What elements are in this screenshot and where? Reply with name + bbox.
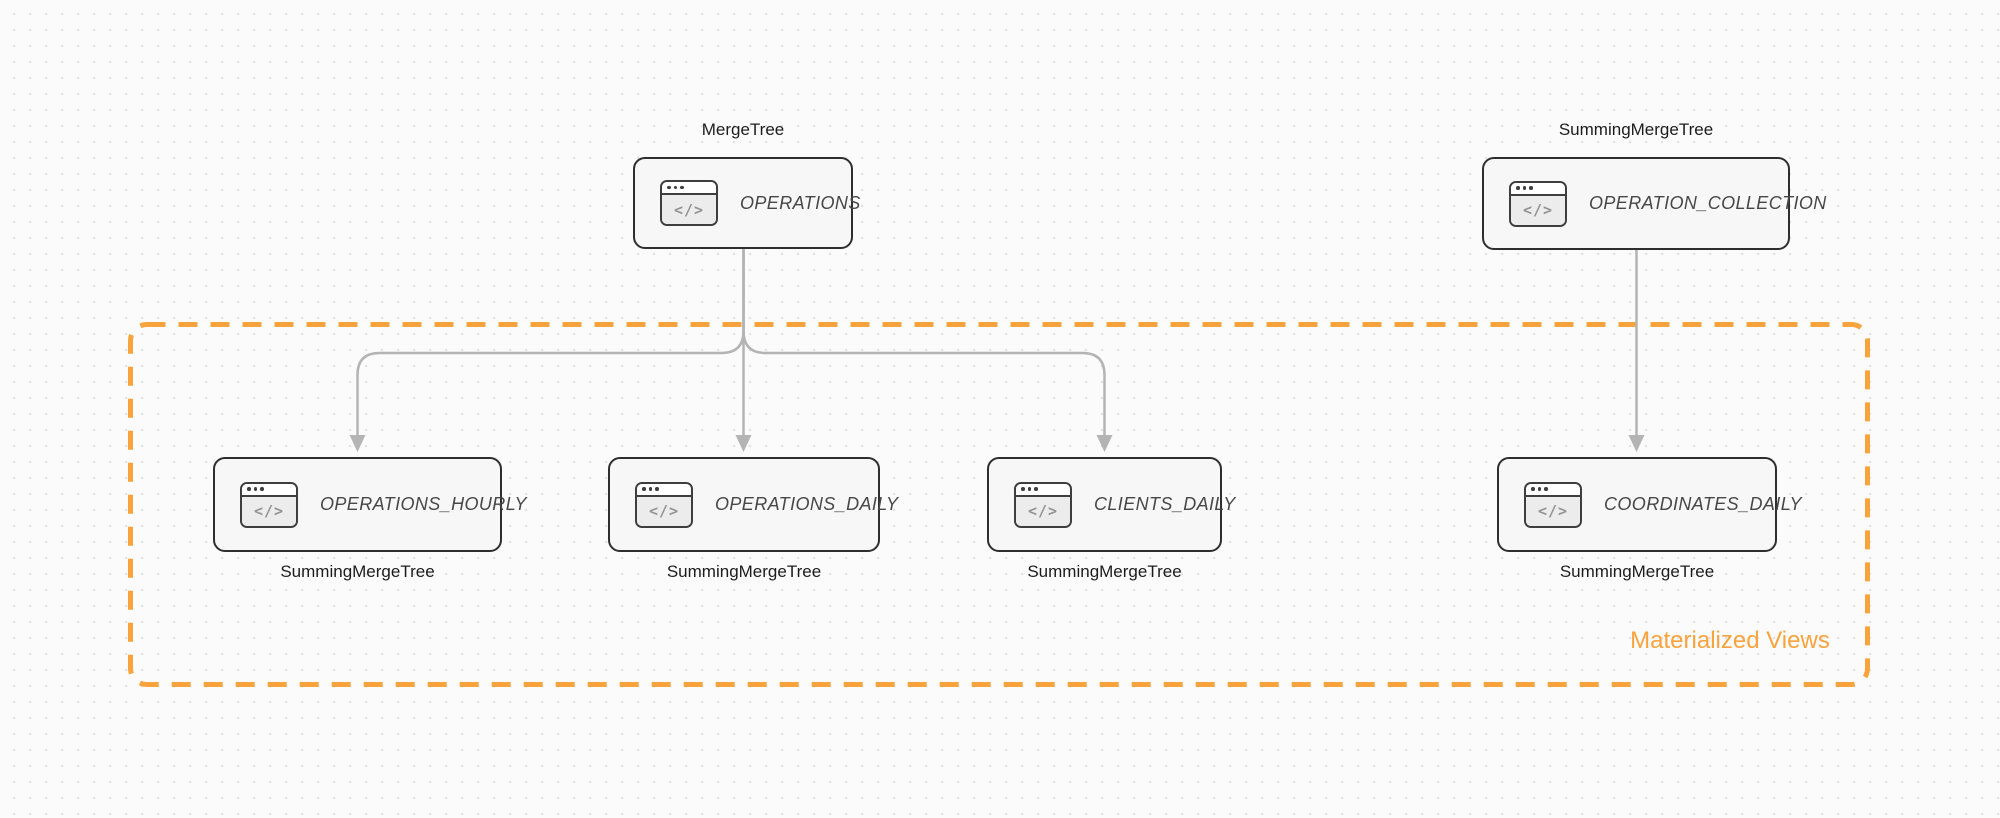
node-label: COORDINATES_DAILY: [1604, 494, 1802, 514]
code-window-icon: </>: [240, 481, 298, 528]
code-glyph: </>: [662, 195, 716, 224]
code-window-icon: </>: [1524, 481, 1582, 528]
code-glyph: </>: [1016, 496, 1070, 526]
node-label: OPERATIONS_HOURLY: [320, 494, 527, 514]
code-window-icon: </>: [1014, 481, 1072, 528]
node-clients-daily[interactable]: </> CLIENTS_DAILY: [987, 457, 1235, 552]
node-label: OPERATIONS: [740, 192, 861, 213]
engine-label-coordinates-daily: SummingMergeTree: [1559, 562, 1715, 581]
materialized-views-group-label: Materialized Views: [1630, 627, 1830, 654]
code-window-icon: </>: [660, 180, 718, 226]
arrowhead: [349, 435, 366, 452]
node-operation-collection[interactable]: </> OPERATION_COLLECTION: [1482, 157, 1826, 250]
edge-operations-to-clients-daily: [742, 249, 1113, 452]
edge-operations-to-operations-daily: [735, 249, 752, 452]
node-operations-hourly[interactable]: </> OPERATIONS_HOURLY: [213, 457, 526, 552]
engine-label-clients-daily: SummingMergeTree: [1027, 562, 1182, 581]
node-operations[interactable]: </> OPERATIONS: [633, 157, 860, 249]
arrowhead: [1096, 435, 1113, 452]
code-window-icon: </>: [635, 481, 693, 528]
code-window-icon-dots: [662, 182, 716, 195]
arrowhead: [735, 435, 752, 452]
edge-operation-collection-to-coordinates-daily: [1628, 250, 1645, 452]
code-window-icon: </>: [1509, 180, 1567, 227]
node-operations-daily[interactable]: </> OPERATIONS_DAILY: [608, 457, 898, 552]
edge-operations-to-operations-hourly: [349, 249, 745, 452]
code-glyph: </>: [1511, 195, 1565, 225]
engine-label-operation-collection: SummingMergeTree: [1558, 120, 1714, 139]
code-glyph: </>: [637, 496, 691, 526]
code-window-icon-dots: [637, 483, 691, 497]
code-window-icon-dots: [1511, 182, 1565, 196]
node-label: CLIENTS_DAILY: [1094, 494, 1236, 514]
engine-label-operations-hourly: SummingMergeTree: [280, 562, 435, 581]
code-glyph: </>: [1526, 496, 1580, 526]
code-window-icon-dots: [242, 483, 296, 497]
engine-label-operations: MergeTree: [701, 120, 785, 139]
arrowhead: [1628, 435, 1645, 452]
node-label: OPERATION_COLLECTION: [1589, 193, 1827, 213]
engine-label-operations-daily: SummingMergeTree: [666, 562, 822, 581]
node-label: OPERATIONS_DAILY: [715, 494, 899, 514]
node-coordinates-daily[interactable]: </> COORDINATES_DAILY: [1497, 457, 1801, 552]
code-glyph: </>: [242, 496, 296, 526]
code-window-icon-dots: [1016, 483, 1070, 497]
code-window-icon-dots: [1526, 483, 1580, 497]
